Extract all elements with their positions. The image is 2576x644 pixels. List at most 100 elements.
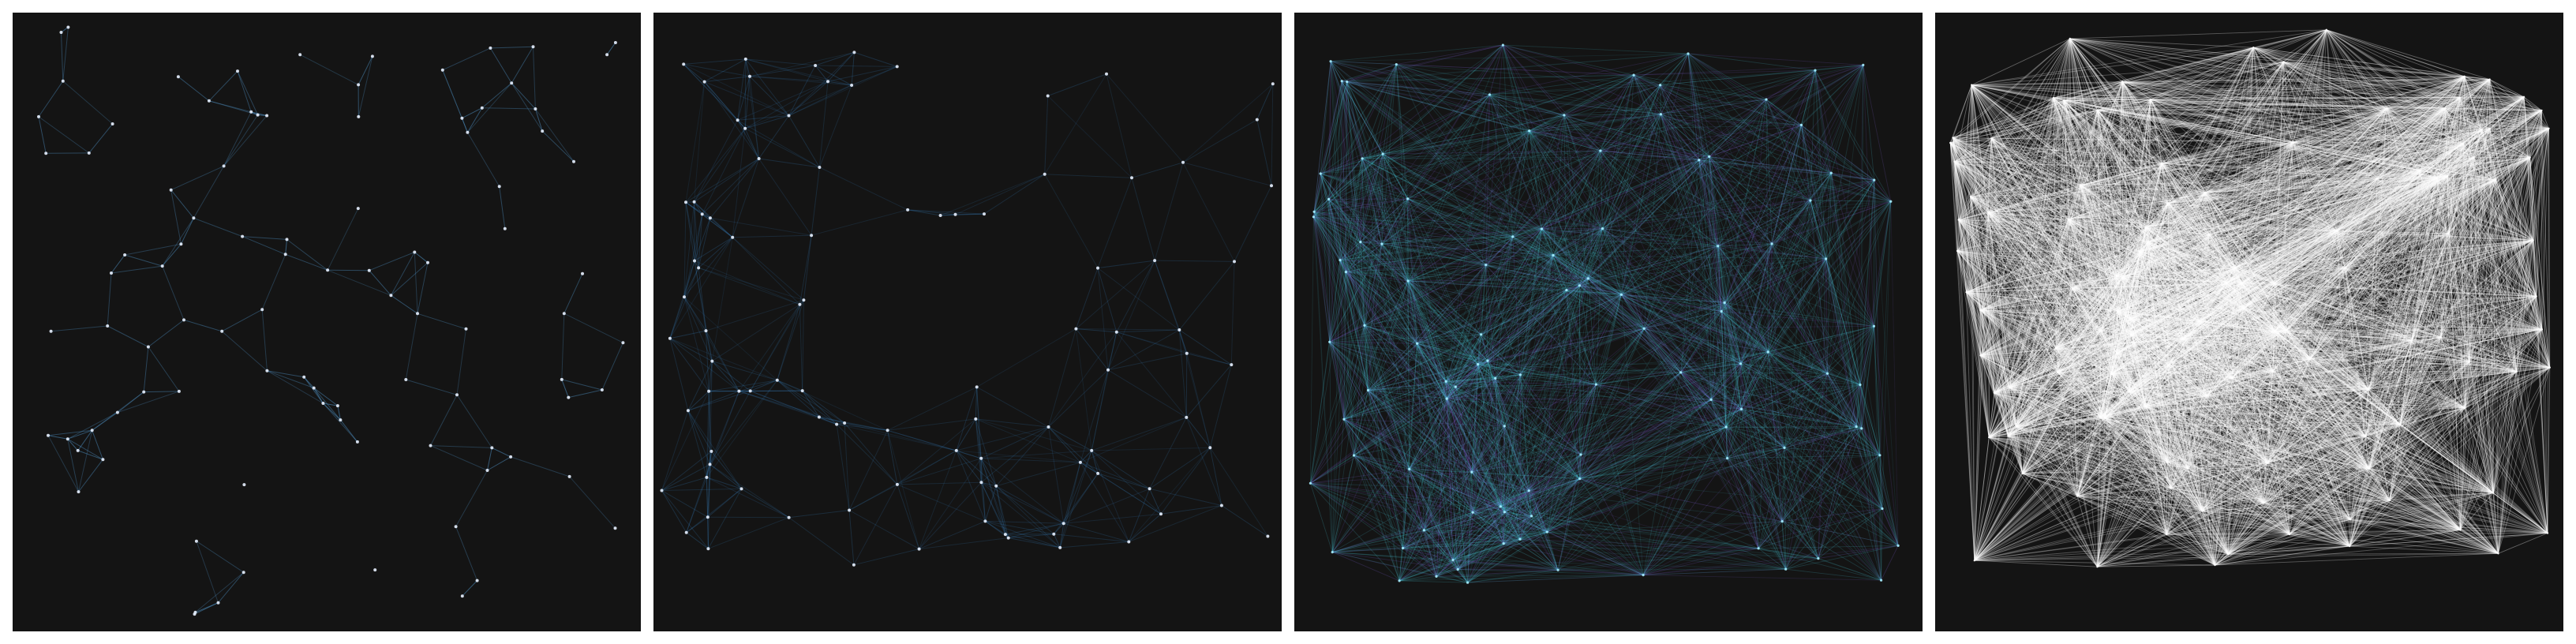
network-edge	[1500, 506, 1532, 517]
network-edge	[2116, 267, 2346, 276]
network-edge	[1446, 398, 1580, 479]
network-edge	[1329, 81, 1348, 343]
network-edge	[1345, 271, 1354, 456]
network-edge	[1256, 84, 1274, 120]
network-edge	[2345, 268, 2366, 436]
network-edge	[1953, 137, 2106, 418]
network-edge	[1500, 408, 1742, 507]
network-edge	[1457, 472, 1473, 570]
network-edge	[802, 390, 845, 424]
network-edge	[1587, 228, 1603, 279]
network-edge	[2283, 62, 2464, 144]
network-edge	[980, 482, 986, 522]
network-edge	[1424, 506, 1501, 531]
network-edge	[1827, 373, 1881, 456]
network-edge	[1588, 243, 1773, 279]
network-edge	[1107, 331, 1118, 370]
network-edge	[1642, 363, 1741, 575]
network-edge	[1417, 343, 1458, 570]
network-node	[1783, 446, 1786, 450]
network-edge	[777, 304, 800, 380]
network-edge	[1953, 137, 2081, 185]
network-edge	[1407, 280, 1410, 470]
network-edge	[1402, 471, 1473, 549]
network-edge	[1343, 418, 1504, 545]
network-edge	[1472, 294, 1622, 513]
network-edge	[2243, 233, 2449, 309]
network-edge	[1328, 130, 1530, 200]
network-edge	[1698, 159, 1742, 410]
network-edge	[1741, 373, 1828, 410]
network-edge	[1588, 245, 1718, 279]
network-edge	[1855, 384, 1861, 427]
network-edge	[1328, 199, 1447, 382]
network-node	[321, 402, 325, 405]
network-edge	[1771, 200, 1891, 245]
network-edge	[313, 388, 324, 404]
network-edge	[1771, 243, 1828, 374]
network-edge	[1467, 364, 1479, 583]
network-edge	[1724, 302, 1787, 570]
network-edge	[686, 464, 710, 533]
network-edge	[1329, 342, 1425, 531]
network-edge	[223, 114, 259, 167]
network-edge	[1436, 511, 1505, 577]
network-edge	[1547, 531, 1818, 560]
network-edge	[1602, 228, 1742, 410]
network-edge	[2309, 358, 2548, 534]
network-edge	[1445, 285, 1580, 382]
network-node	[787, 114, 791, 118]
network-edge	[2206, 267, 2346, 396]
network-edge	[1354, 455, 1505, 513]
network-edge	[1407, 198, 1447, 382]
network-edge	[1827, 373, 1899, 546]
network-edge	[1529, 130, 1811, 201]
network-edge	[1343, 418, 1458, 570]
network-edge	[1552, 255, 1567, 290]
network-edge	[1005, 534, 1061, 549]
network-edge	[327, 269, 391, 296]
network-edge	[1588, 278, 1725, 303]
network-edge	[1330, 61, 1346, 272]
network-edge	[1588, 278, 1785, 448]
network-edge	[2097, 462, 2168, 567]
network-edge	[2243, 267, 2346, 309]
network-edge	[1765, 99, 1874, 327]
network-edge	[2252, 47, 2378, 179]
network-edge	[1587, 156, 1710, 279]
network-edge	[1477, 364, 1496, 379]
network-edge	[669, 338, 689, 411]
network-edge	[2364, 361, 2470, 437]
network-node	[355, 440, 359, 444]
network-edge	[1447, 351, 1769, 399]
network-node	[1860, 427, 1863, 430]
network-edge	[1447, 398, 1727, 428]
network-edge	[1368, 390, 1473, 473]
network-edge	[1765, 99, 1811, 201]
network-edge	[956, 450, 1080, 463]
network-edge	[1457, 399, 1712, 570]
network-edge	[1698, 159, 1725, 303]
network-edge	[1455, 374, 1521, 388]
network-edge	[698, 267, 804, 301]
network-edge	[1409, 468, 1580, 480]
network-edge	[1519, 278, 1589, 540]
network-edge	[2097, 330, 2287, 567]
network-edge	[1687, 53, 1710, 157]
network-edge	[2326, 29, 2437, 178]
network-edge	[1758, 548, 1818, 560]
network-edge	[1407, 198, 1589, 279]
network-edge	[1687, 53, 1811, 201]
network-edge	[1727, 455, 1880, 459]
network-edge	[1528, 278, 1589, 491]
network-edge	[1313, 212, 1473, 473]
network-edge	[2022, 467, 2188, 474]
network-edge	[1724, 302, 1727, 428]
network-edge	[1382, 153, 1580, 286]
network-edge	[2122, 29, 2327, 82]
network-edge	[1346, 271, 1447, 382]
network-edge	[2199, 128, 2490, 322]
network-edge	[1331, 325, 1365, 552]
network-edge	[2241, 283, 2470, 362]
